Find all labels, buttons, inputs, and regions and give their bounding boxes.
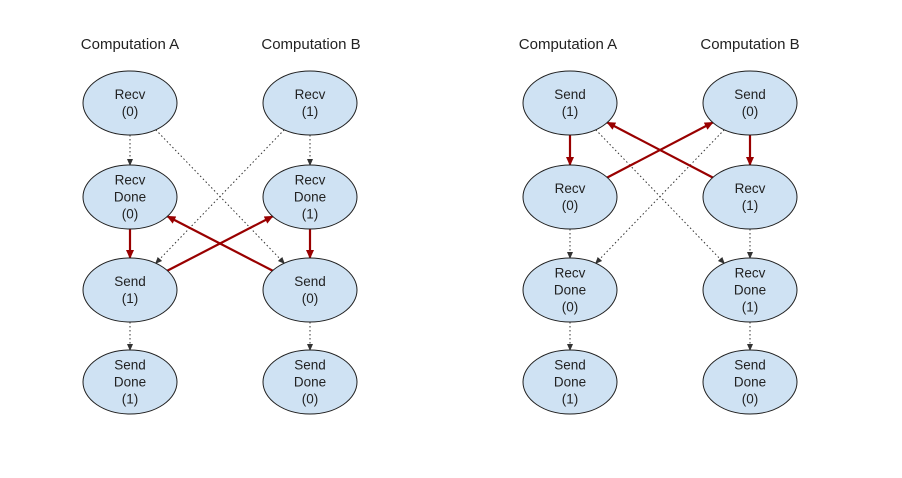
node-label-a3-0: Send bbox=[114, 358, 146, 373]
edge-d1-to-c0 bbox=[606, 121, 714, 179]
node-d0: Send (0) bbox=[702, 70, 798, 136]
node-shape-d3 bbox=[702, 349, 798, 415]
node-label-d2-2: (1) bbox=[742, 300, 759, 315]
node-shape-c3 bbox=[522, 349, 618, 415]
node-label-c2-1: Done bbox=[554, 283, 586, 298]
node-d1: Recv (1) bbox=[702, 164, 798, 230]
node-label-c3-2: (1) bbox=[562, 392, 579, 407]
node-shape-c2 bbox=[522, 257, 618, 323]
node-shape-d1 bbox=[702, 164, 798, 230]
node-shape-a0 bbox=[82, 70, 178, 136]
node-label-c3-1: Done bbox=[554, 375, 586, 390]
node-label-d2-1: Done bbox=[734, 283, 766, 298]
node-label-b3-1: Done bbox=[294, 375, 326, 390]
edge-b2-to-a1 bbox=[166, 215, 274, 272]
node-b2: Send (0) bbox=[262, 257, 358, 323]
node-shape-c1 bbox=[522, 164, 618, 230]
panel-1-header-a: Computation A bbox=[80, 36, 180, 53]
node-label-c2-0: Recv bbox=[555, 266, 586, 281]
node-label-d0-1: (0) bbox=[742, 104, 759, 119]
node-label-d3-2: (0) bbox=[742, 392, 759, 407]
node-label-a0-1: (0) bbox=[122, 104, 139, 119]
node-shape-a1 bbox=[82, 164, 178, 230]
node-shape-d2 bbox=[702, 257, 798, 323]
node-label-b1-2: (1) bbox=[302, 207, 319, 222]
node-label-a2-0: Send bbox=[114, 274, 146, 289]
node-c0: Send (1) bbox=[522, 70, 618, 136]
node-shape-c0 bbox=[522, 70, 618, 136]
node-shape-b3 bbox=[262, 349, 358, 415]
node-label-d0-0: Send bbox=[734, 87, 766, 102]
node-a0: Recv (0) bbox=[82, 70, 178, 136]
edge-d0-to-c2 bbox=[595, 129, 725, 264]
node-shape-b2 bbox=[262, 257, 358, 323]
node-label-a3-1: Done bbox=[114, 375, 146, 390]
panel-1-header-b: Computation B bbox=[261, 36, 361, 53]
node-b0: Recv (1) bbox=[262, 70, 358, 136]
node-shape-a2 bbox=[82, 257, 178, 323]
node-shape-b0 bbox=[262, 70, 358, 136]
node-label-a2-1: (1) bbox=[122, 291, 139, 306]
node-shape-a3 bbox=[82, 349, 178, 415]
panel-2-header-a: Computation A bbox=[518, 36, 618, 53]
panel-2-header-b: Computation B bbox=[700, 36, 800, 53]
node-label-d2-0: Recv bbox=[735, 266, 766, 281]
node-label-c0-0: Send bbox=[554, 87, 586, 102]
node-label-b1-0: Recv bbox=[295, 173, 326, 188]
node-label-a1-0: Recv bbox=[115, 173, 146, 188]
node-label-b2-0: Send bbox=[294, 274, 326, 289]
node-label-d3-0: Send bbox=[734, 358, 766, 373]
node-label-d1-1: (1) bbox=[742, 198, 759, 213]
node-label-d1-0: Recv bbox=[735, 181, 766, 196]
node-label-b3-2: (0) bbox=[302, 392, 319, 407]
node-label-c0-1: (1) bbox=[562, 104, 579, 119]
edge-b0-to-a2 bbox=[155, 129, 285, 264]
node-shape-b1 bbox=[262, 164, 358, 230]
node-label-b2-1: (0) bbox=[302, 291, 319, 306]
node-label-a1-1: Done bbox=[114, 190, 146, 205]
node-label-a1-2: (0) bbox=[122, 207, 139, 222]
node-shape-d0 bbox=[702, 70, 798, 136]
node-label-d3-1: Done bbox=[734, 375, 766, 390]
node-label-c1-0: Recv bbox=[555, 181, 586, 196]
node-label-a0-0: Recv bbox=[115, 87, 146, 102]
node-label-c2-2: (0) bbox=[562, 300, 579, 315]
node-label-a3-2: (1) bbox=[122, 392, 139, 407]
node-a2: Send (1) bbox=[82, 257, 178, 323]
node-label-b1-1: Done bbox=[294, 190, 326, 205]
node-label-c1-1: (0) bbox=[562, 198, 579, 213]
node-label-b3-0: Send bbox=[294, 358, 326, 373]
node-label-b0-1: (1) bbox=[302, 104, 319, 119]
node-c1: Recv (0) bbox=[522, 164, 618, 230]
node-label-b0-0: Recv bbox=[295, 87, 326, 102]
node-label-c3-0: Send bbox=[554, 358, 586, 373]
